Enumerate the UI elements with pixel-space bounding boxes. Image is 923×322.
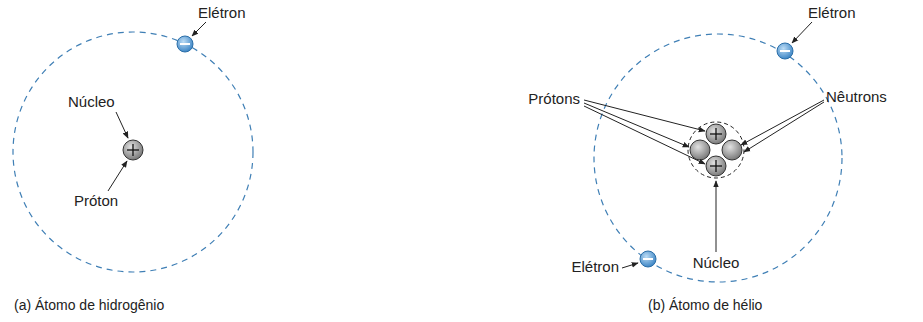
figure-caption: (a) Átomo de hidrogênio xyxy=(14,296,164,314)
electron-symbol xyxy=(777,43,793,59)
electron-orbit xyxy=(594,34,842,282)
figure-caption: (b) Átomo de hélio xyxy=(648,296,762,314)
neutron-symbol xyxy=(722,140,742,160)
electron-orbit xyxy=(13,32,253,272)
proton-symbol xyxy=(123,140,143,160)
neutrons-label: Nêutrons xyxy=(826,88,887,106)
nucleus-outline xyxy=(688,122,744,178)
proton-symbol xyxy=(706,124,726,144)
electron-symbol xyxy=(177,36,193,52)
leader-lines xyxy=(108,22,206,191)
nucleus-label: Núcleo xyxy=(68,93,115,111)
electron-label: Elétron xyxy=(571,258,619,276)
leader-lines xyxy=(584,22,824,268)
proton-label: Próton xyxy=(74,192,118,210)
electron-label: Elétron xyxy=(198,4,246,22)
proton-symbol xyxy=(706,156,726,176)
electron-symbol xyxy=(640,251,656,267)
nucleus-label: Núcleo xyxy=(693,254,740,272)
protons-label: Prótons xyxy=(528,90,580,108)
neutron-symbol xyxy=(690,140,710,160)
electron-label: Elétron xyxy=(808,4,856,22)
